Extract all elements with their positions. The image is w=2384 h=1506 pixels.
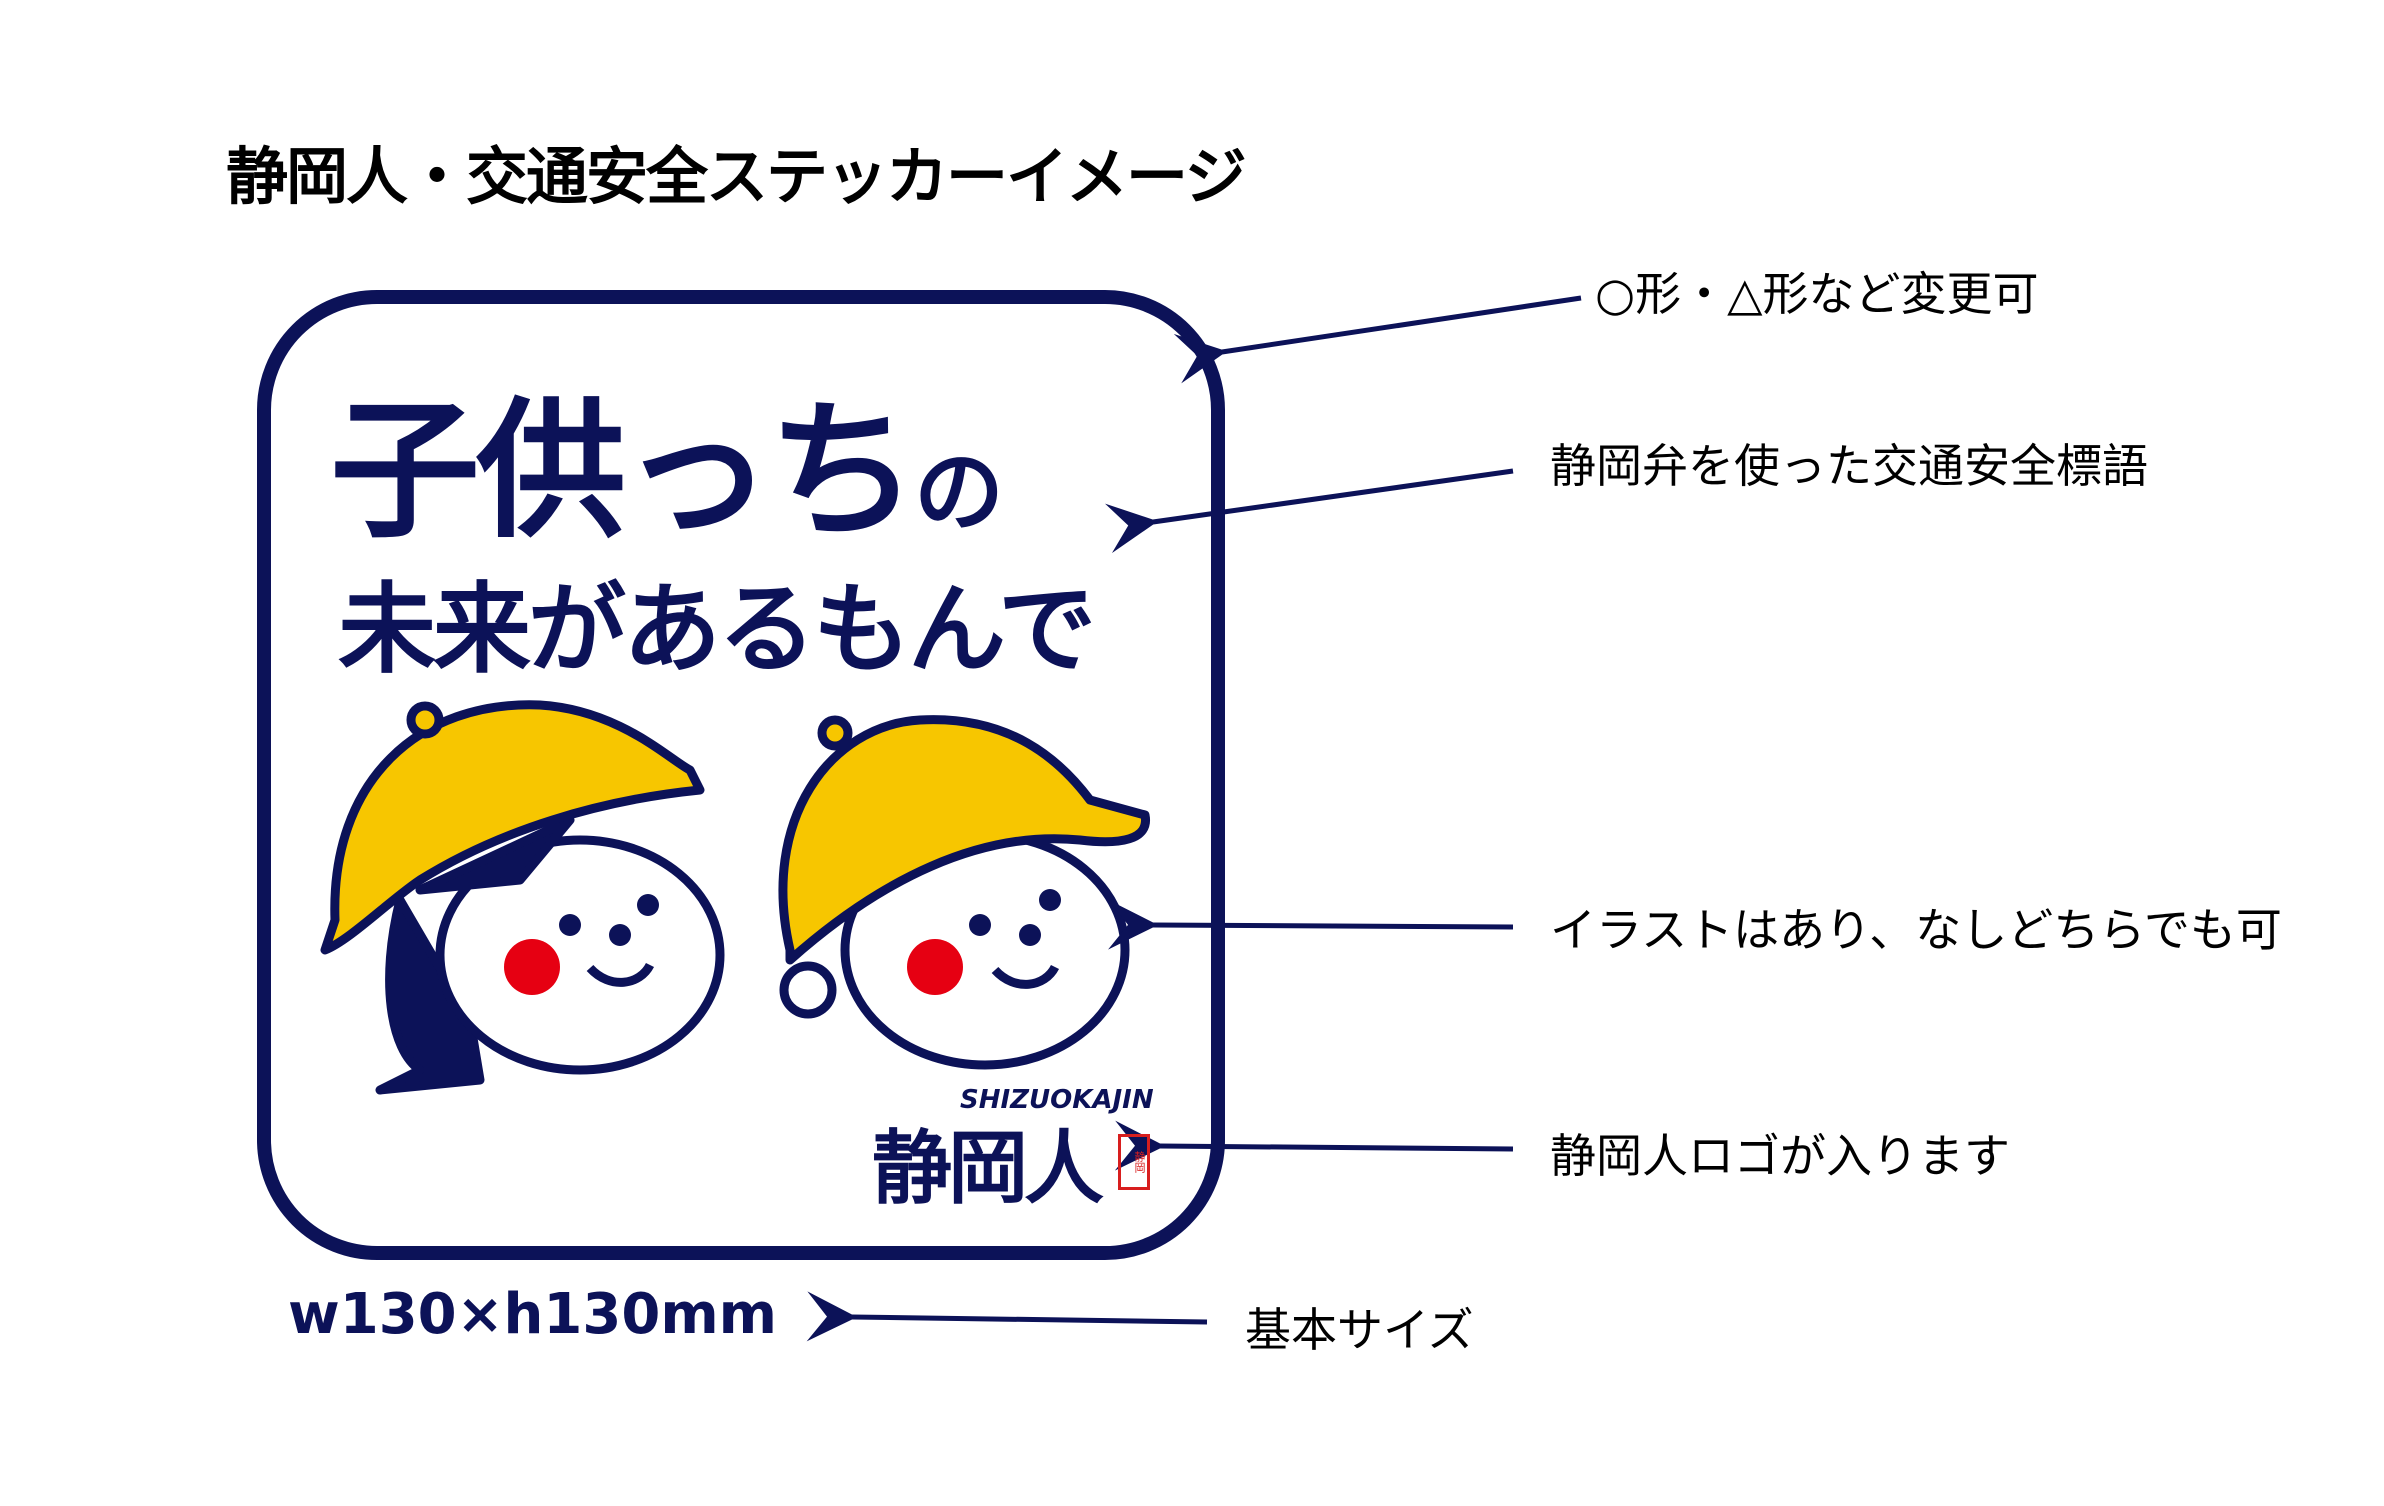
girl-illustration (320, 700, 725, 1095)
arrow-size (806, 1291, 1208, 1342)
size-label: w130×h130mm (288, 1282, 778, 1347)
arrow-slogan (1104, 468, 1514, 554)
shizuokajin-logo: 静岡人 (872, 1121, 1104, 1215)
slogan-line-1-main: 子供っち (330, 385, 918, 559)
annotation-slogan: 静岡弁を使った交通安全標語 (1550, 439, 2148, 493)
slogan-line-1-particle: の (914, 440, 1004, 545)
sticker-frame (257, 290, 1225, 1260)
arrow-shape (1173, 295, 1582, 384)
annotation-logo: 静岡人ロゴが入ります (1550, 1129, 2010, 1183)
annotation-shape: ○形・△形など変更可 (1595, 267, 2039, 321)
page-title: 静岡人・交通安全ステッカーイメージ (226, 140, 1247, 213)
slogan-line-1: 子供っちの (330, 350, 1004, 567)
logo-seal: 静岡 (1118, 1134, 1150, 1190)
arrow-logo (1114, 1120, 1514, 1171)
annotation-size: 基本サイズ (1245, 1303, 1474, 1357)
boy-illustration (778, 715, 1150, 1070)
annotation-illustration: イラストはあり、なしどちらでも可 (1550, 903, 2282, 957)
annotation-arrows (806, 295, 1582, 1342)
slogan-line-2: 未来があるもんで (338, 573, 1096, 687)
arrow-illustration (1107, 899, 1514, 950)
shizuokajin-logo-sub: SHIZUOKAJIN (960, 1085, 1154, 1115)
